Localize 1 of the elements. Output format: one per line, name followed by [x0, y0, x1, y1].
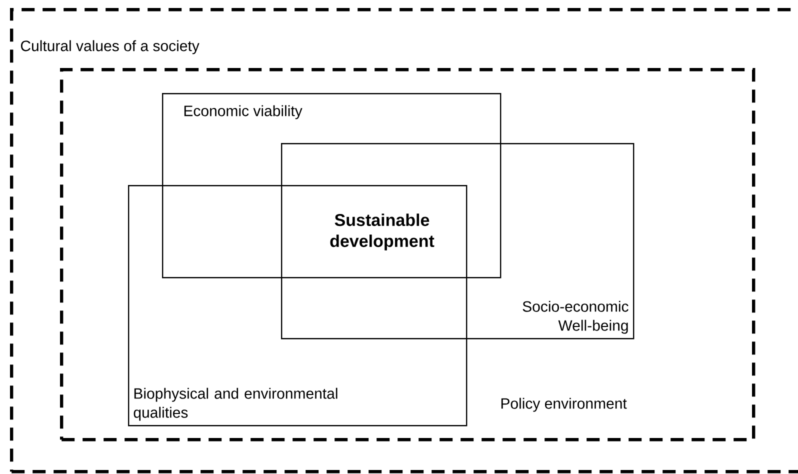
- center-label: Sustainable development: [330, 214, 434, 250]
